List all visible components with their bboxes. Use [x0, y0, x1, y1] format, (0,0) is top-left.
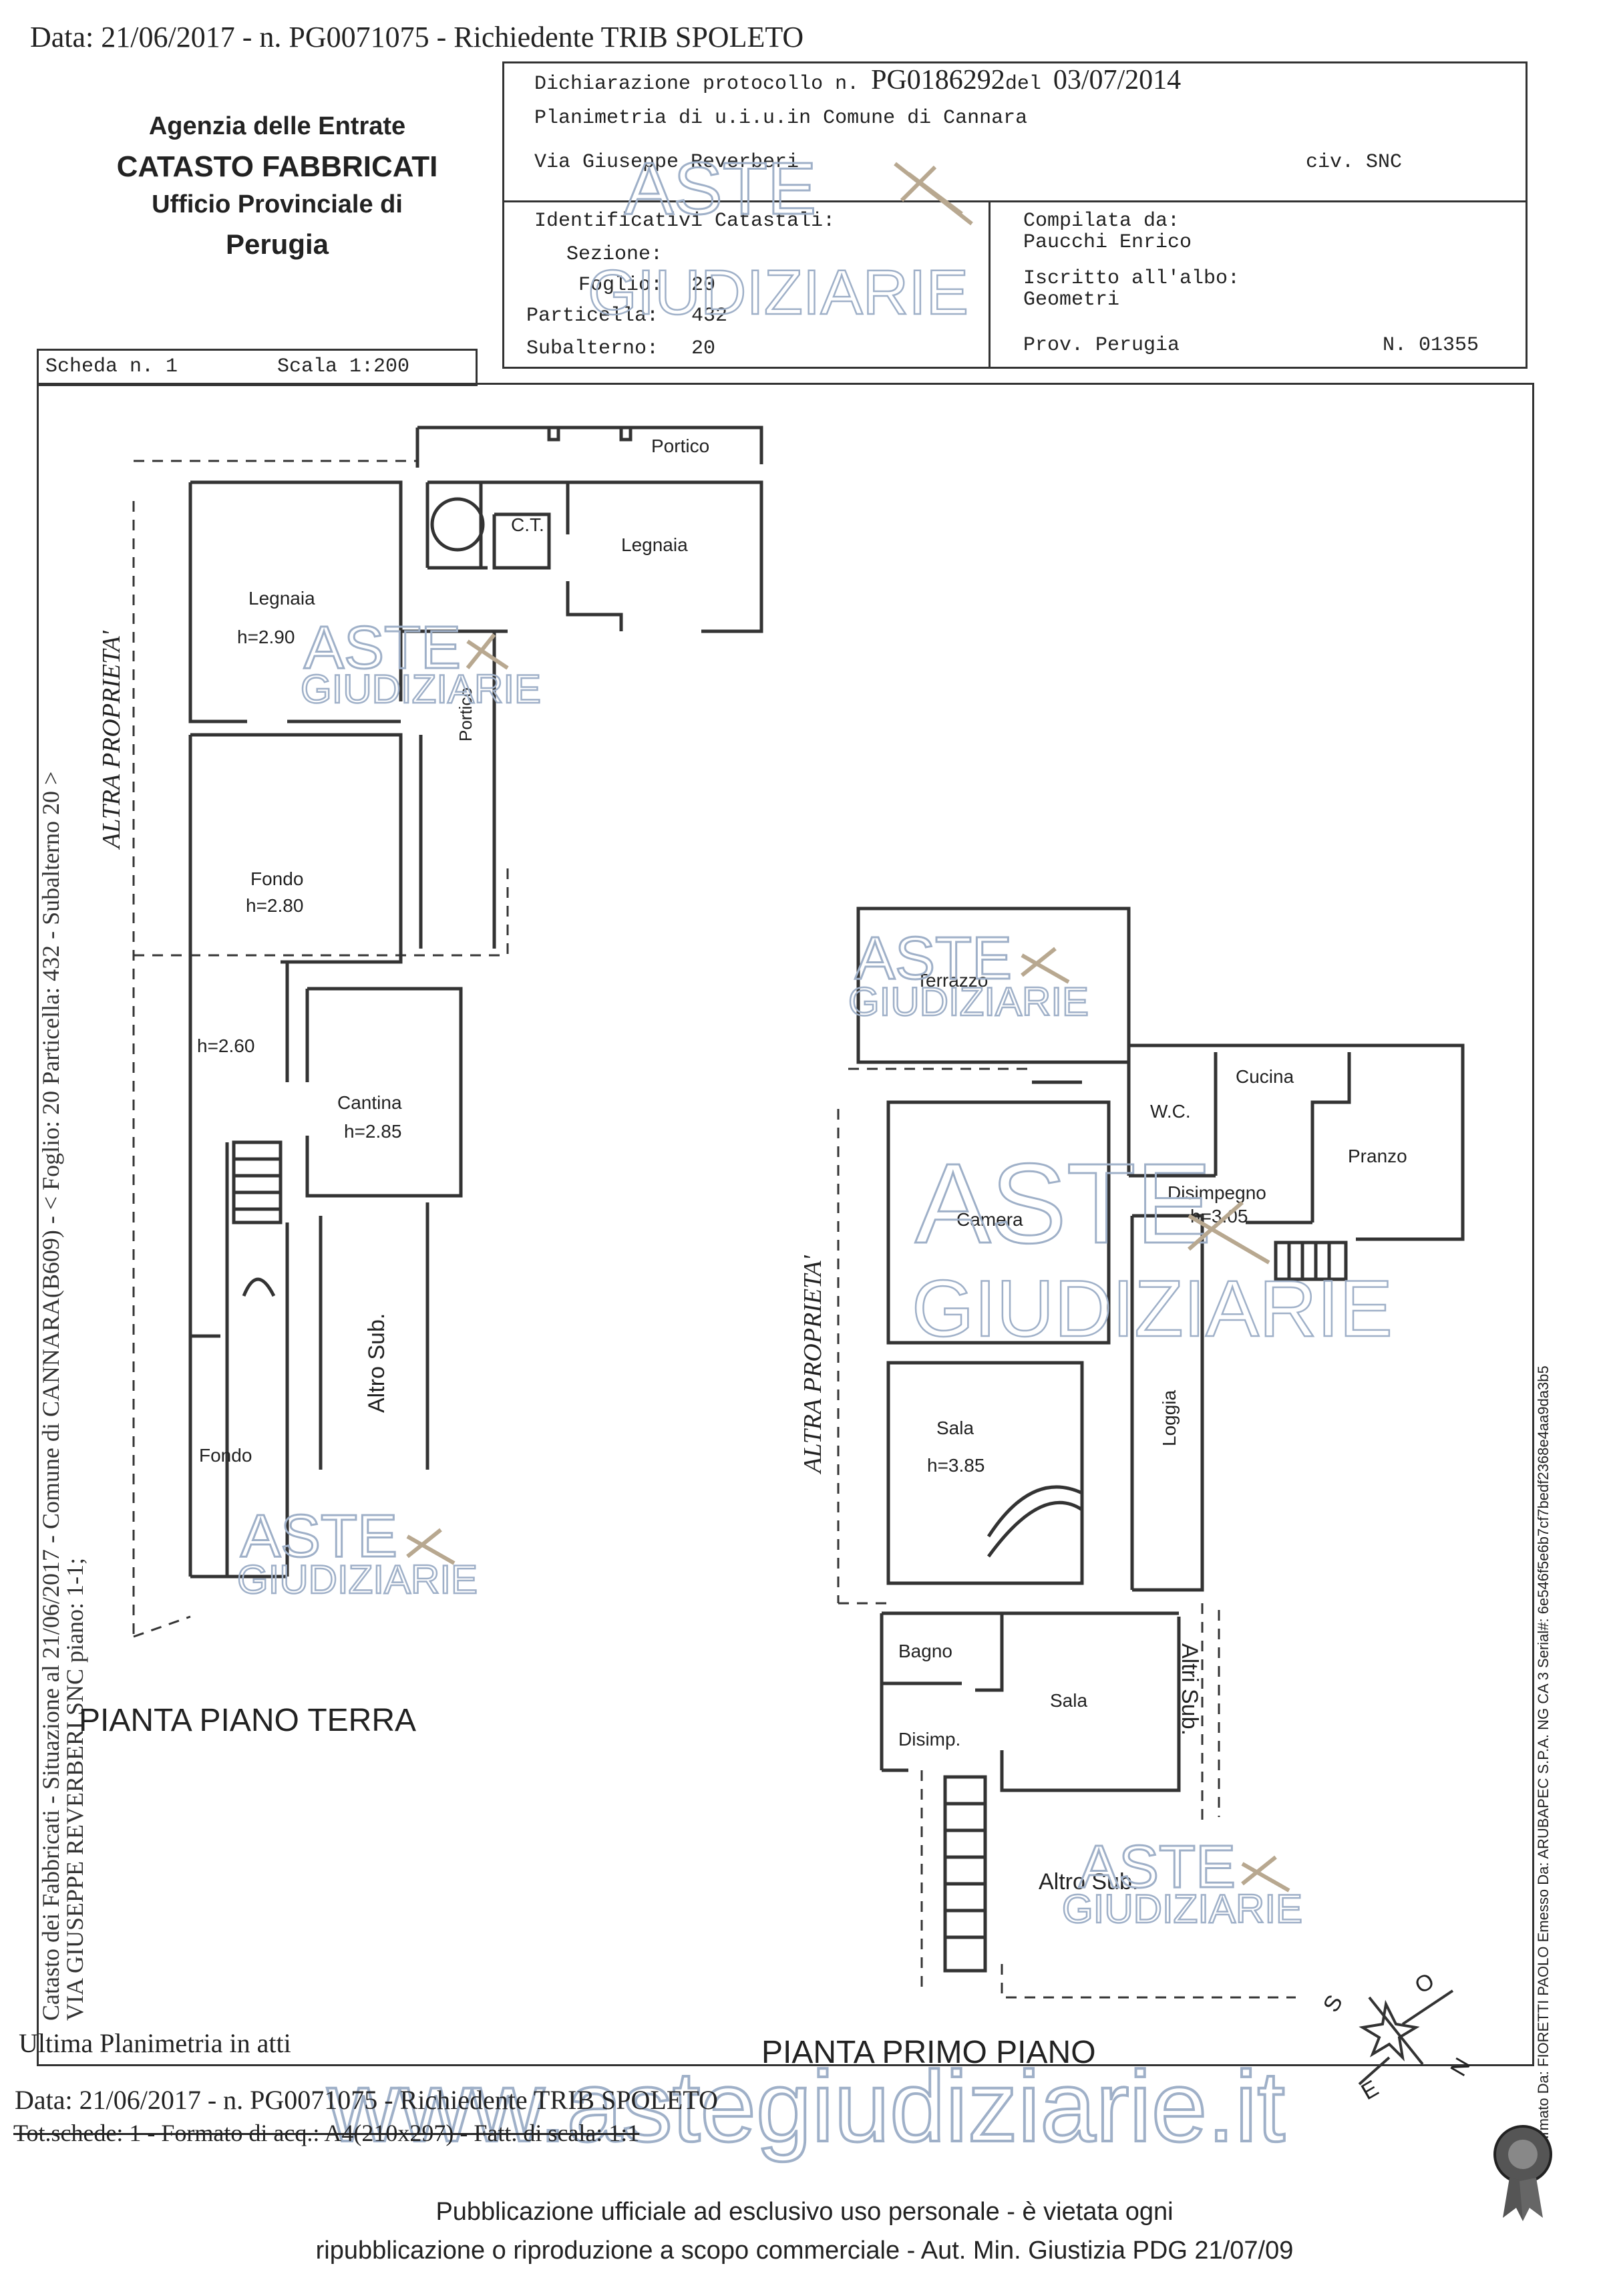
watermark-site: www.astegiudiziarie.it: [325, 2049, 1286, 2164]
ufficio-city: Perugia: [225, 228, 329, 260]
scheda-box: [37, 349, 478, 386]
wm-aste-1: ASTE: [624, 148, 816, 230]
gf-legnaia-left-h: h=2.90: [237, 627, 295, 647]
agency-name: Agenzia delle Entrate: [148, 112, 406, 140]
ff-title: PIANTA PRIMO PIANO: [761, 2035, 1096, 2070]
compiler-name: Paucchi Enrico: [1023, 231, 1192, 254]
wm-aste-2: ASTE: [304, 615, 461, 681]
footer-line1: Pubblicazione ufficiale ad esclusivo uso…: [435, 2198, 1174, 2226]
ff-pranzo: Pranzo: [1348, 1146, 1407, 1166]
wm-aste-4: ASTE: [915, 1140, 1212, 1267]
gavel-icon: [406, 162, 1290, 1893]
ff-bagno: Bagno: [898, 1641, 952, 1661]
ground-floor-boundaries: [132, 460, 509, 1638]
wm-giud-3: GIUDIZIARIE: [848, 979, 1089, 1024]
prov-value: Prov. Perugia: [1023, 334, 1180, 357]
foglio-value: 20: [691, 274, 716, 297]
ff-camera: Camera: [956, 1209, 1023, 1230]
watermark-3: ASTE GIUDIZIARIE: [848, 925, 1090, 1025]
wm-giud-5: GIUDIZIARIE: [237, 1557, 478, 1602]
ff-cucina: Cucina: [1236, 1066, 1294, 1087]
gf-fondo-bottom: Fondo: [199, 1445, 252, 1466]
gf-ct: C.T.: [511, 514, 544, 535]
gf-title: PIANTA PIANO TERRA: [79, 1703, 417, 1738]
gf-portico-top: Portico: [651, 436, 710, 456]
subalterno-value: 20: [691, 337, 716, 360]
gf-cantina-h: h=2.85: [344, 1121, 402, 1142]
gf-legnaia-left: Legnaia: [248, 588, 315, 609]
compilata-label: Compilata da:: [1023, 210, 1180, 232]
protocol-date: 03/07/2014: [1053, 65, 1182, 96]
bottom-tot: Tot.schede: 1 - Formato di acq.: A4(210x…: [13, 2120, 640, 2146]
footer-line2: ripubblicazione o riproduzione a scopo c…: [315, 2237, 1294, 2265]
ff-wc: W.C.: [1150, 1101, 1191, 1122]
first-floor-walls: [856, 907, 1465, 1973]
gf-legnaia-right: Legnaia: [621, 534, 688, 555]
iscrizione-number: N. 01355: [1383, 334, 1479, 357]
gf-fondo-top-h: h=2.80: [246, 895, 304, 916]
agency-block: Agenzia delle Entrate CATASTO FABBRICATI…: [87, 112, 468, 261]
watermark-5: ASTE GIUDIZIARIE: [236, 1502, 479, 1603]
wm-giud-4: GIUDIZIARIE: [912, 1264, 1393, 1353]
first-floor-boundaries: [837, 1068, 1296, 1999]
seal-icon: [1493, 2125, 1552, 2221]
ff-sala-top-h: h=3.85: [927, 1455, 985, 1476]
via-line: Via Giuseppe Reverberi: [534, 151, 799, 174]
civ-line: civ. SNC: [1306, 151, 1403, 174]
protocol-del: del: [1005, 73, 1041, 96]
subalterno-label: Subalterno:: [526, 337, 659, 360]
bottom-header: Data: 21/06/2017 - n. PG0071075 - Richie…: [15, 2085, 718, 2115]
ground-floor-walls: [188, 426, 763, 1579]
declaration-box: [502, 61, 1528, 369]
ff-disimp: Disimp.: [898, 1729, 961, 1750]
iscritto-label: Iscritto all'albo:: [1023, 267, 1240, 290]
ff-altro-sub: Altro Sub.: [1039, 1869, 1139, 1895]
ff-terrazzo: Terrazzo: [916, 970, 989, 991]
gf-fondo-top: Fondo: [250, 868, 304, 889]
particella-value: 432: [691, 305, 728, 327]
scheda-label: Scheda n. 1: [45, 355, 178, 378]
compass-rose: [1358, 1989, 1454, 2086]
identifiers-heading: Identificativi Catastali:: [534, 210, 836, 232]
watermark-2: ASTE GIUDIZIARIE: [300, 614, 542, 713]
wm-aste-5: ASTE: [240, 1503, 397, 1570]
ufficio-label: Ufficio Provinciale di: [152, 190, 403, 218]
protocol-number: PG0186292: [871, 65, 1005, 96]
catasto-title: CATASTO FABBRICATI: [116, 150, 438, 183]
planimetria-line: Planimetria di u.i.u.in Comune di Cannar…: [534, 107, 1028, 130]
watermark-6: ASTE GIUDIZIARIE: [1061, 1833, 1304, 1933]
watermark-4: ASTE GIUDIZIARIE: [911, 1140, 1394, 1355]
sezione-label: Sezione:: [566, 243, 663, 266]
watermark-1: ASTE GIUDIZIARIE: [587, 147, 970, 329]
gf-cantina: Cantina: [337, 1092, 402, 1113]
wm-site: www.astegiudiziarie.it: [327, 2050, 1285, 2162]
ultima-planimetria: Ultima Planimetria in atti: [19, 2028, 291, 2058]
scale-label: Scala 1:200: [277, 355, 410, 378]
ff-sala-top: Sala: [936, 1418, 974, 1438]
wm-giud-1: GIUDIZIARIE: [588, 257, 968, 328]
wm-giud-6: GIUDIZIARIE: [1062, 1887, 1302, 1931]
wm-aste-6: ASTE: [1079, 1834, 1236, 1901]
protocol-line: Dichiarazione protocollo n. PG0186292del…: [534, 64, 1181, 96]
protocol-label: Dichiarazione protocollo n.: [534, 73, 860, 96]
gf-h-260: h=2.60: [197, 1035, 255, 1056]
particella-label: Particella:: [526, 305, 659, 327]
wm-aste-3: ASTE: [855, 925, 1012, 992]
foglio-label: Foglio:: [578, 274, 663, 297]
drawing-frame: [37, 383, 1534, 2066]
albo-value: Geometri: [1023, 289, 1120, 311]
ff-sala-bottom: Sala: [1050, 1690, 1088, 1711]
wm-giud-2: GIUDIZIARIE: [301, 667, 541, 711]
top-header: Data: 21/06/2017 - n. PG0071075 - Richie…: [30, 21, 804, 53]
ff-disimpegno: Disimpegno: [1168, 1182, 1266, 1203]
